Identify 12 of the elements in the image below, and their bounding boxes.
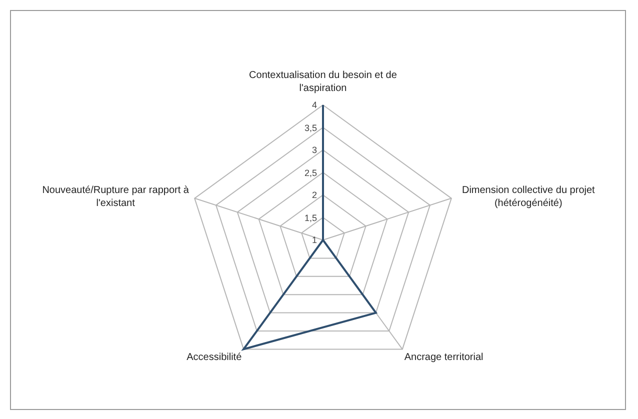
axis-tick-label: 2 (310, 190, 317, 200)
axis-tick-label: 3 (310, 145, 317, 155)
axis-tick-label: 4 (310, 100, 317, 110)
axis-label: Ancrage territorial (404, 351, 484, 364)
axis-label: Contextualisation du besoin et de l'aspiration (248, 69, 398, 95)
axis-tick-label: 1 (310, 235, 317, 245)
axis-label: Accessibilité (186, 351, 242, 364)
axis-label: Dimension collective du projet (hétérogénéité) (460, 184, 596, 210)
axis-tick-label: 3,5 (303, 122, 317, 132)
axis-tick-label: 1,5 (303, 212, 317, 222)
axis-tick-label: 2,5 (303, 168, 317, 178)
axis-label: Nouveauté/Rupture par rapport à l'existant (41, 184, 190, 210)
